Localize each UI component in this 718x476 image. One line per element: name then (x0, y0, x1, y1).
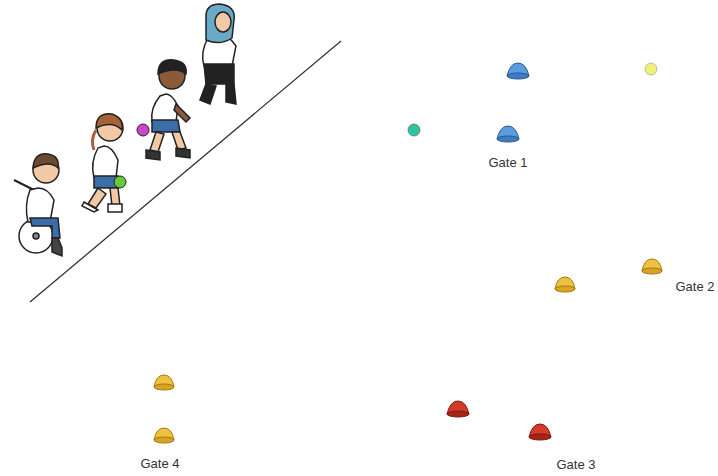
ball (137, 124, 149, 136)
ball (114, 176, 126, 188)
cone-red (447, 401, 469, 417)
cone-blue (507, 63, 529, 79)
cone-red (529, 424, 551, 440)
gate-label: Gate 4 (140, 456, 179, 472)
child-wheelchair (14, 154, 62, 256)
cone-yellow (154, 428, 174, 443)
start-line (30, 41, 341, 302)
child-hijab (200, 4, 236, 104)
gate-label: Gate 2 (675, 279, 714, 295)
gate-label: Gate 1 (488, 155, 527, 171)
cone-yellow (154, 375, 174, 390)
ball (408, 124, 420, 136)
cone-blue (497, 126, 519, 142)
cone-yellow (642, 259, 662, 274)
child-boy (146, 60, 190, 160)
ball (645, 63, 657, 75)
gate-label: Gate 3 (556, 457, 595, 473)
child-girl (82, 114, 123, 212)
cone-yellow (555, 277, 575, 292)
